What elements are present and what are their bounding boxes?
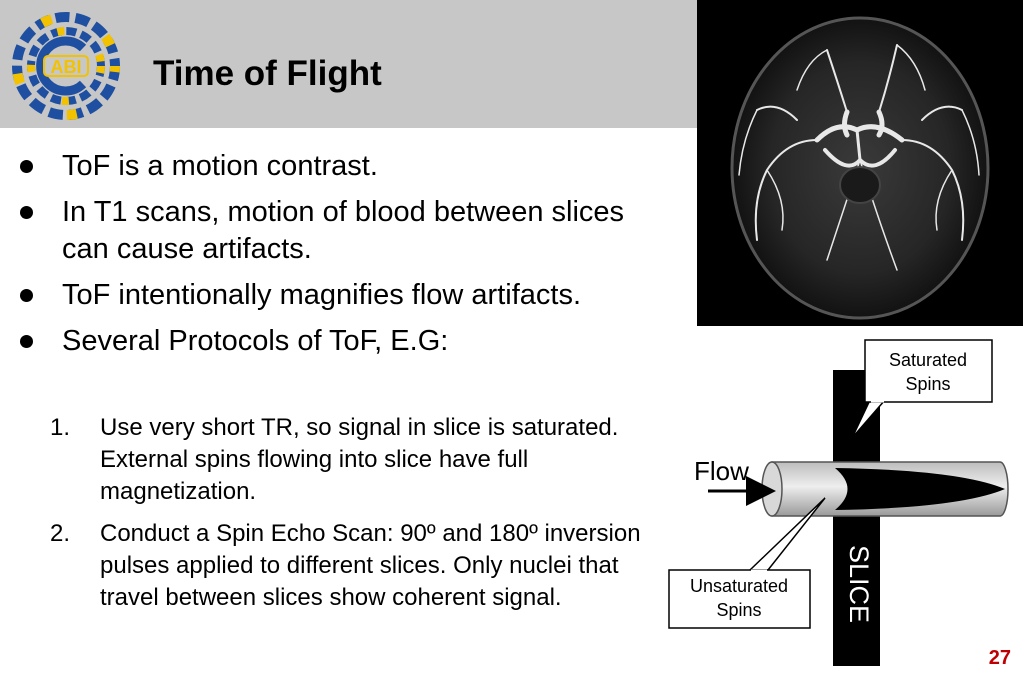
saturated-label-line1: Saturated (889, 350, 967, 370)
slice-label: SLICE (844, 545, 874, 623)
bullet-item: ToF is a motion contrast. (18, 148, 678, 185)
bullet-item: Several Protocols of ToF, E.G: (18, 323, 678, 360)
unsaturated-spins-callout (668, 569, 811, 629)
tof-flow-diagram: Flow SLICE Saturated Spins Unsaturated S… (668, 339, 1009, 666)
saturated-spins-callout (864, 339, 993, 403)
item-text: Conduct a Spin Echo Scan: 90º and 180º i… (100, 520, 641, 611)
bullet-list: ToF is a motion contrast. In T1 scans, m… (18, 148, 678, 369)
unsaturated-label-line1: Unsaturated (690, 576, 788, 596)
numbered-item: 1. Use very short TR, so signal in slice… (50, 412, 670, 508)
unsaturated-label-line2: Spins (716, 600, 761, 620)
abi-logo: ABI (12, 12, 120, 120)
bullet-item: In T1 scans, motion of blood between sli… (18, 194, 678, 268)
bullet-text: ToF is a motion contrast. (62, 150, 378, 182)
item-text: Use very short TR, so signal in slice is… (100, 414, 619, 505)
bullet-text: ToF intentionally magnifies flow artifac… (62, 279, 581, 311)
item-number: 1. (50, 414, 71, 441)
slice-band (833, 370, 880, 666)
bullet-item: ToF intentionally magnifies flow artifac… (18, 277, 678, 314)
bullet-dot (20, 335, 33, 348)
numbered-sublist: 1. Use very short TR, so signal in slice… (50, 412, 670, 624)
item-number: 2. (50, 520, 71, 547)
slide-title: Time of Flight (153, 54, 382, 93)
tube-opening (761, 461, 783, 517)
bullet-dot (20, 206, 33, 219)
saturated-label-line2: Spins (905, 374, 950, 394)
mri-angiography-image (697, 0, 1023, 326)
bullet-text: Several Protocols of ToF, E.G: (62, 325, 449, 357)
bullet-dot (20, 160, 33, 173)
bullet-dot (20, 289, 33, 302)
numbered-item: 2. Conduct a Spin Echo Scan: 90º and 180… (50, 518, 670, 614)
saturated-region (835, 468, 1005, 510)
page-number: 27 (988, 647, 1011, 669)
bullet-text: In T1 scans, motion of blood between sli… (62, 196, 625, 265)
flow-label: Flow (694, 456, 749, 486)
logo-text: ABI (51, 57, 82, 77)
